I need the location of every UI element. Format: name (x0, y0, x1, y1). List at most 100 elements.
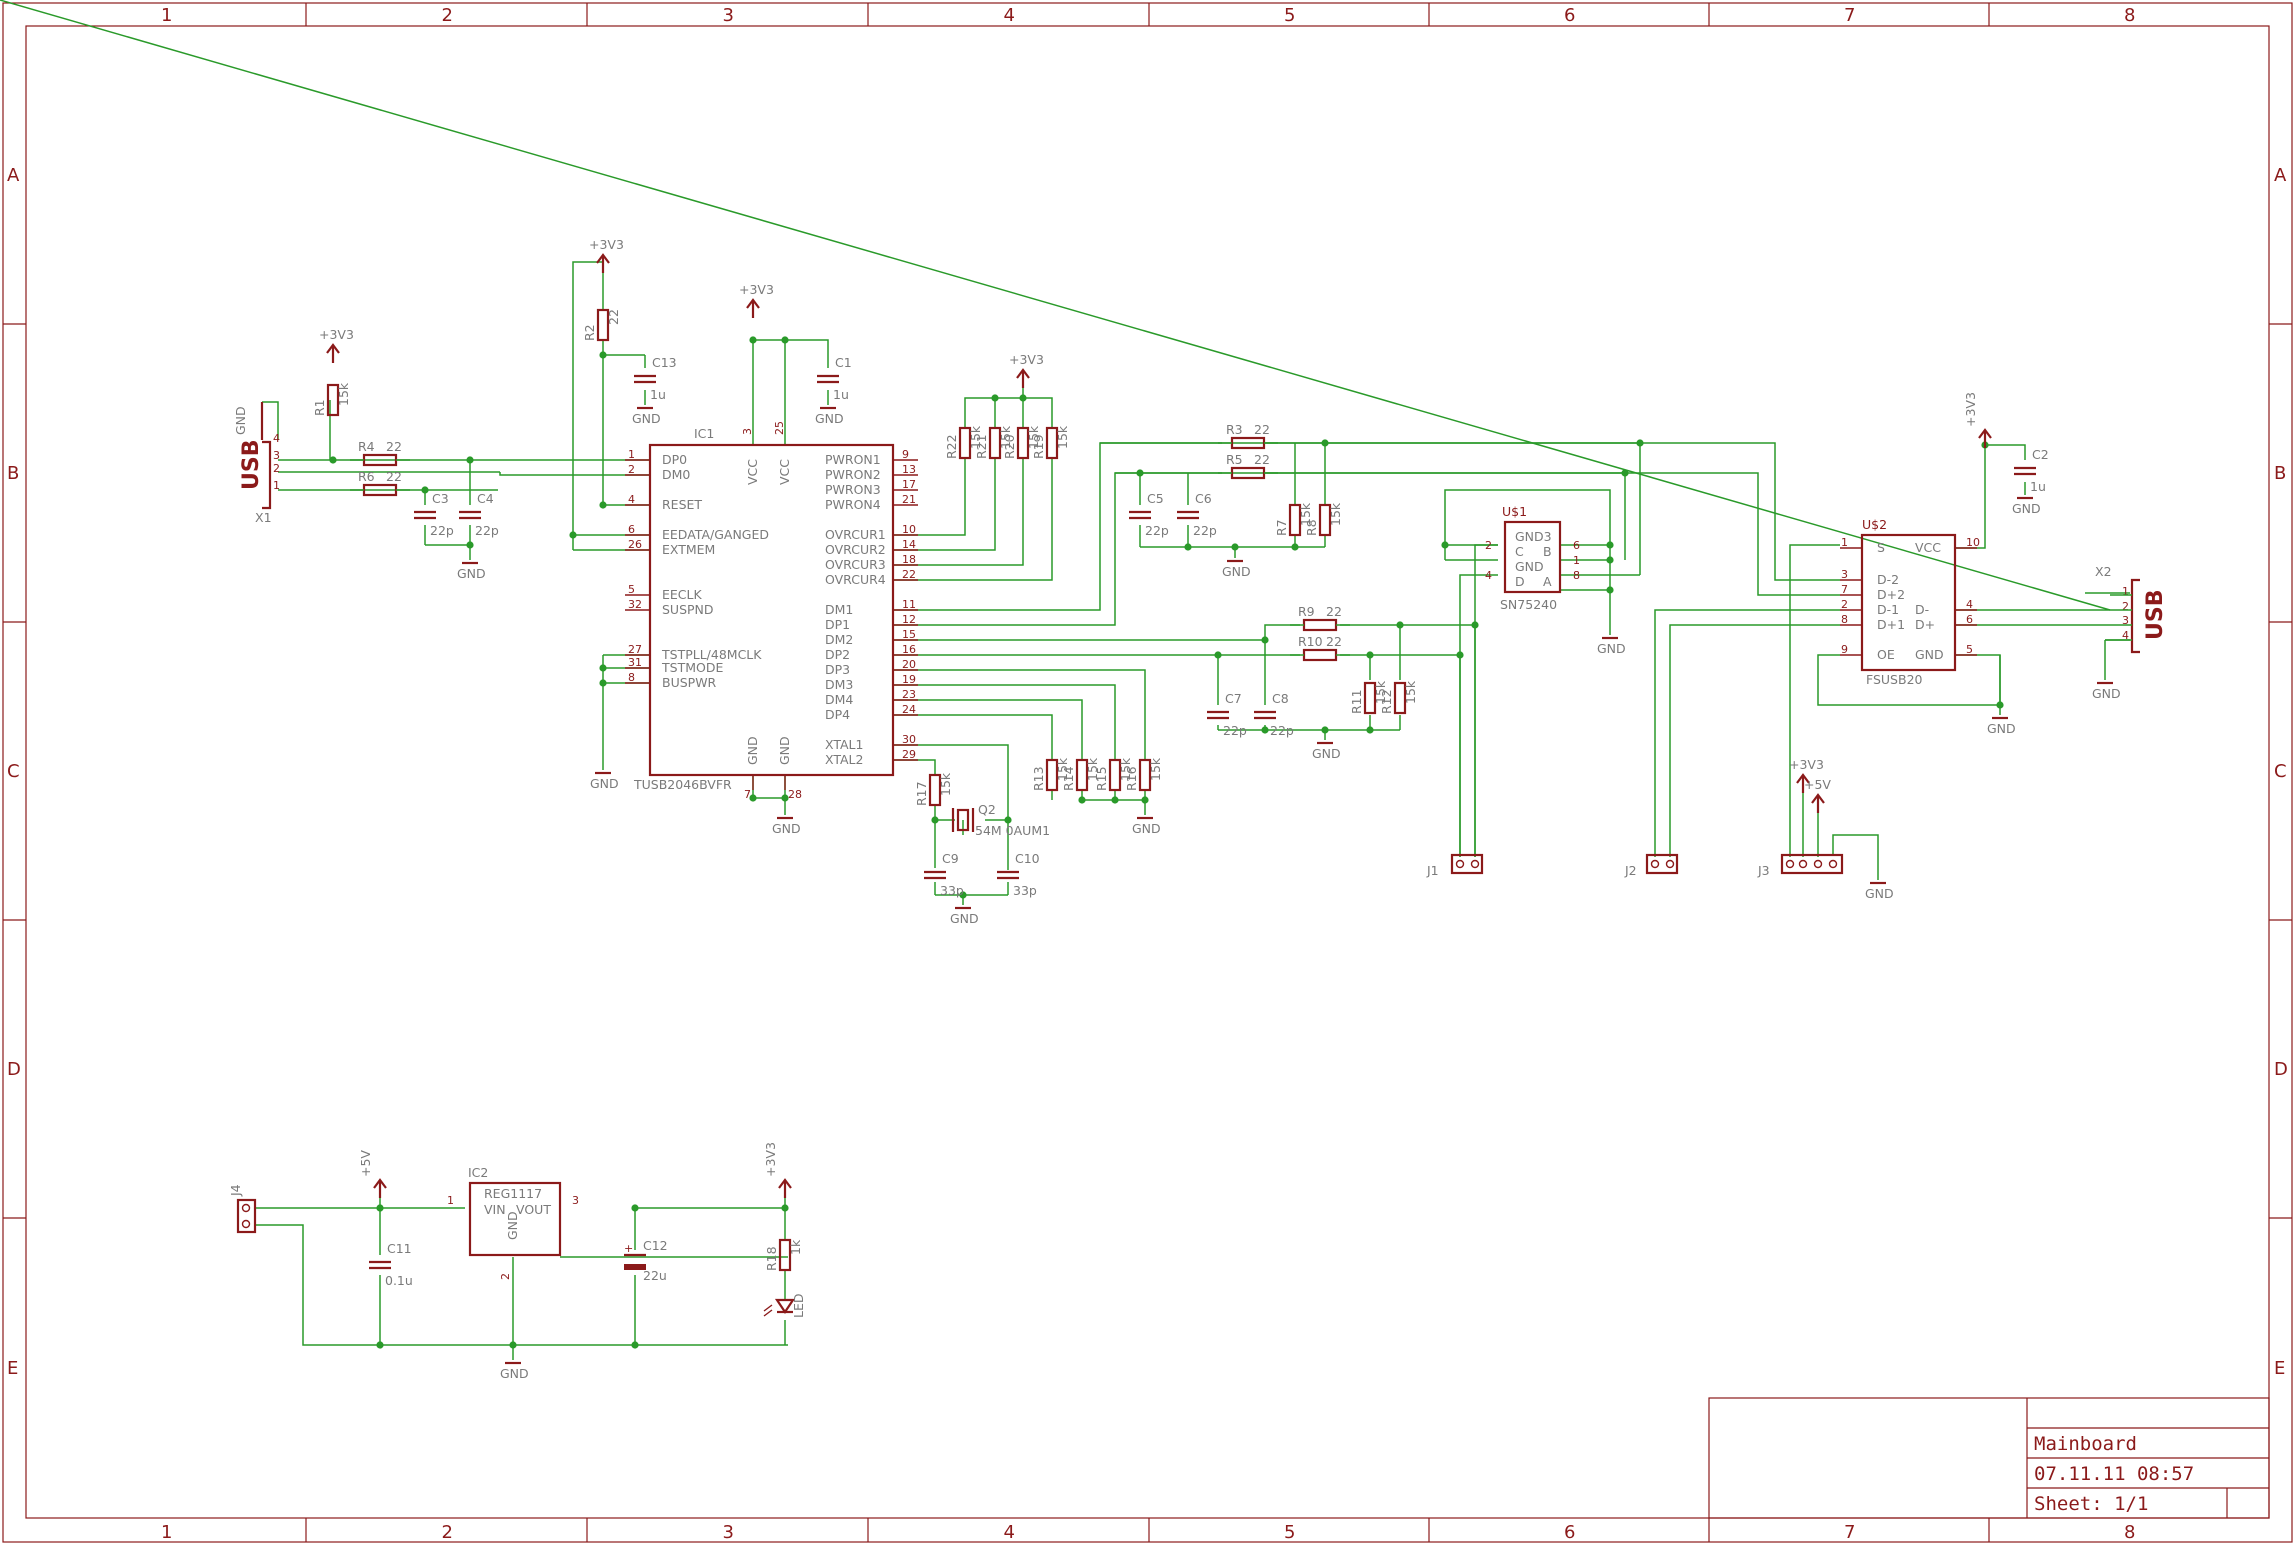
column-label-top: 4 (1004, 5, 1015, 26)
ic1-pin-label: PWRON2 (825, 467, 881, 482)
supply-v33: +3V3 (319, 327, 354, 363)
ic1-pin-label: DM4 (825, 692, 853, 707)
ground-symbol: GND (1222, 559, 1251, 579)
svg-text:GND: GND (950, 911, 979, 926)
header-j4: J4 (228, 1184, 257, 1234)
r8-name: R8 (1304, 519, 1319, 536)
r12-name: R12 (1379, 689, 1394, 714)
r18-name: R18 (764, 1246, 779, 1271)
c2-name: C2 (2032, 447, 2049, 462)
x1-pin-3: 3 (273, 449, 280, 462)
u2-name: U$2 (1862, 517, 1887, 532)
svg-text:GND: GND (1915, 647, 1944, 662)
led-name: LED (791, 1294, 806, 1319)
svg-text:VCC: VCC (1915, 540, 1941, 555)
ic2-gnd: GND (505, 1211, 520, 1240)
ic1-pin-label: EECLK (662, 587, 702, 602)
svg-text:28: 28 (788, 788, 802, 801)
svg-text:D+1: D+1 (1877, 617, 1905, 632)
ic1-pin-label: DP4 (825, 707, 850, 722)
svg-text:8: 8 (1841, 613, 1848, 626)
svg-text:GND: GND (457, 566, 486, 581)
svg-text:6: 6 (1966, 613, 1973, 626)
ic1-pin-label: PWRON1 (825, 452, 881, 467)
ic1-pin-number: 18 (902, 553, 916, 566)
row-label-right: D (2274, 1059, 2288, 1080)
ic1-pin-label: RESET (662, 497, 702, 512)
ground-symbol: GND (950, 906, 979, 926)
svg-text:D-1: D-1 (1877, 602, 1899, 617)
r15-value: 15k (1118, 757, 1133, 781)
ic2-name: IC2 (468, 1165, 488, 1180)
ground-symbol: GND (1132, 816, 1161, 836)
ic1-pin-label: OVRCUR4 (825, 572, 886, 587)
x1-pin-1: 1 (273, 479, 280, 492)
svg-text:GND: GND (500, 1366, 529, 1381)
ic1-pin-number: 15 (902, 628, 916, 641)
c8-name: C8 (1272, 691, 1289, 706)
r3-value: 22 (1254, 422, 1270, 437)
r4-value: 22 (386, 439, 402, 454)
ic1-pin-number: 17 (902, 478, 916, 491)
c2-value: 1u (2030, 479, 2046, 494)
ic1-pin-number: 32 (628, 598, 642, 611)
r19-value: 15k (1055, 425, 1070, 449)
r13-name: R13 (1031, 766, 1046, 791)
r14-name: R14 (1061, 766, 1076, 791)
u1-name: U$1 (1502, 504, 1527, 519)
usb-connector-x2: USB X2 1 2 3 4 (2095, 564, 2168, 654)
ic1-pin-number: 12 (902, 613, 916, 626)
header-j1: J1 (1426, 853, 1484, 878)
svg-text:7: 7 (744, 788, 751, 801)
x2-pin-2: 2 (2122, 600, 2129, 613)
j4-name: J4 (228, 1184, 243, 1197)
j2-name: J2 (1624, 863, 1637, 878)
ic1-pin-label: BUSPWR (662, 675, 717, 690)
r8-value: 15k (1328, 502, 1343, 526)
svg-text:D+2: D+2 (1877, 587, 1905, 602)
date-text: 07.11.11 08:57 (2034, 1463, 2194, 1485)
r1-name: R1 (312, 399, 327, 416)
ic1-pin-label: DP0 (662, 452, 687, 467)
ic1-pin-label: DP2 (825, 647, 850, 662)
ic1-pin-label: TSTMODE (661, 660, 723, 675)
column-label-bottom: 6 (1564, 1522, 1575, 1543)
column-label-bottom: 5 (1284, 1522, 1295, 1543)
r5-value: 22 (1254, 452, 1270, 467)
u1-a: A (1543, 574, 1552, 589)
ic1-pin-number: 31 (628, 656, 642, 669)
ic1-pin-label: DP3 (825, 662, 850, 677)
r16-value: 15k (1148, 757, 1163, 781)
c3-name: C3 (432, 491, 449, 506)
ground-symbol: GND (815, 406, 844, 426)
ground-symbol: GND (2092, 681, 2121, 701)
c5-name: C5 (1147, 491, 1164, 506)
r13-value: 15k (1055, 757, 1070, 781)
junctions (329, 336, 2004, 1349)
ground-symbol: GND (590, 771, 619, 791)
ic1-value: TUSB2046BVFR (633, 777, 732, 792)
header-j3: J3 (1757, 853, 1844, 878)
crystal-q2: Q2 54M 0AUM1 (951, 802, 1050, 838)
row-label-left: A (7, 165, 20, 186)
wires (0, 0, 2130, 1360)
ic1-pin-number: 4 (628, 493, 635, 506)
svg-text:VCC: VCC (777, 459, 792, 485)
